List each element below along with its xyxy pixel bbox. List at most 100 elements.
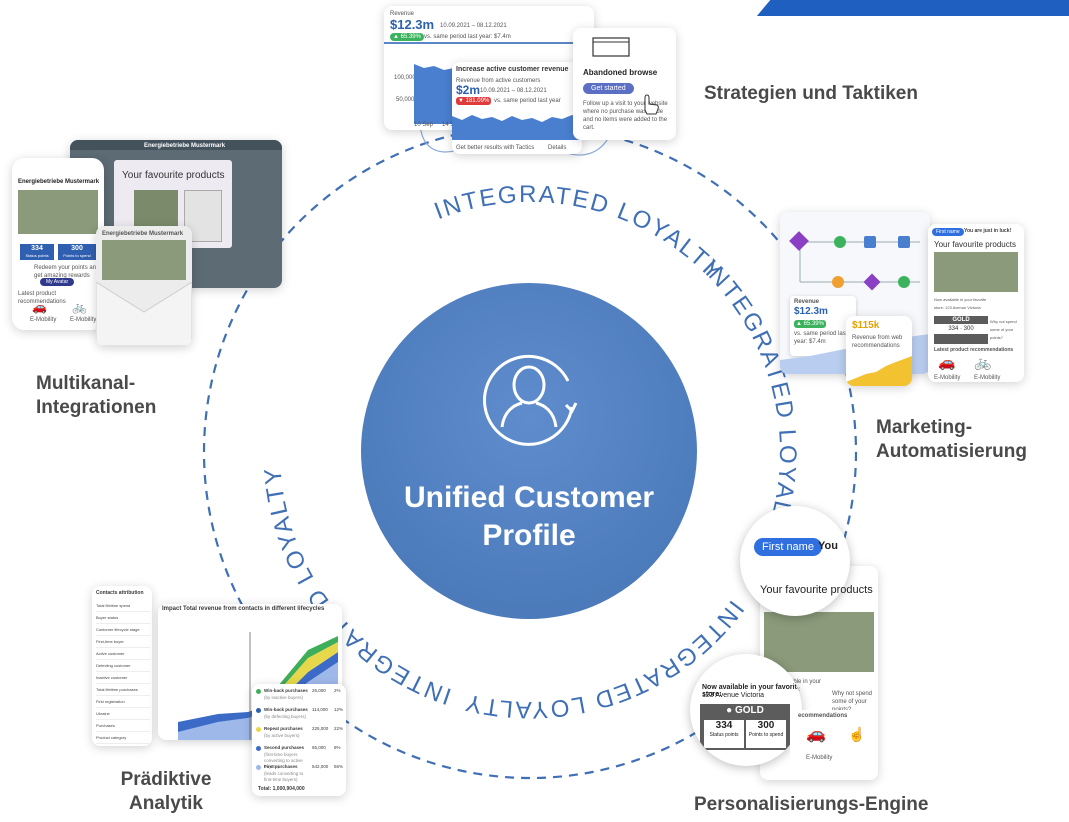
user-refresh-icon: [483, 354, 578, 446]
legend-item: Second purchases (first-time buyers conve…: [256, 745, 344, 769]
legend-item: Win-back purchases (by inactive buyers) 26…: [256, 688, 344, 707]
marketing-revenue-value: $12.3m: [794, 306, 828, 317]
revenue-compare: vs. same period last year: $7.4m: [424, 34, 511, 40]
revenue-xtick: 10 Sep: [414, 122, 434, 128]
abandoned-body: Follow up a visit to your website where …: [583, 101, 668, 131]
legend-pct: 22%: [334, 726, 344, 731]
phone-redeem-text: Redeem your points and get amazing rewar…: [34, 265, 100, 279]
legend-sub: (by active buyers): [264, 733, 300, 738]
my-avatar-button[interactable]: My Avatar: [40, 278, 75, 286]
marketing-first-name: First name: [932, 228, 964, 236]
phone-latest-label: Latest product recommendations: [18, 291, 66, 305]
personalization-rec: E-Mobility: [806, 755, 833, 761]
attribution-item[interactable]: Defecting customer: [96, 660, 150, 672]
legend-swatch: [256, 746, 261, 751]
magnifier-bottom: Now available in your favorite store: 12…: [690, 654, 802, 766]
legend-swatch: [256, 708, 261, 713]
marketing-rec1: E-Mobility: [934, 375, 961, 381]
magnifier-top: First name You: [740, 506, 850, 616]
email-brand: Energiebetriebe Mustermark: [102, 231, 184, 237]
bicycle-icon: 🚲: [72, 300, 87, 314]
legend-value: 114,000: [312, 707, 328, 712]
hand-pointer-icon: [644, 94, 659, 115]
attribution-item[interactable]: Total lifetime purchases: [96, 684, 150, 696]
active-revenue-change: ▼ 181.09%: [456, 97, 492, 105]
marketing-store-text: Now available in your favorite store: 12…: [934, 297, 987, 310]
legend-name: First purchases: [264, 764, 298, 769]
active-revenue-subtitle: Revenue from active customers: [456, 78, 541, 84]
impact-chart-title: Impact Total revenue from contacts in di…: [162, 606, 325, 612]
phone-rec2: E-Mobility: [70, 317, 97, 323]
legend-sub: (first-time buyers converting to active …: [264, 752, 303, 769]
marketing-revenue-change: ▲ 65.39%: [794, 320, 826, 328]
web-rec-label: Revenue from web recommendations: [852, 335, 903, 349]
legend-value: 26,000: [312, 688, 326, 693]
active-revenue-compare: vs. same period last year: [494, 98, 561, 104]
browser-window-icon: [592, 37, 630, 57]
revenue-value: $12.3m: [390, 17, 435, 32]
desktop-brand: Energiebetriebe Mustermark: [144, 143, 226, 149]
phone-rec1: E-Mobility: [30, 317, 57, 323]
personalization-store-address: 123 Avenue Victoria: [702, 692, 765, 699]
abandoned-title: Abandoned browse: [583, 68, 658, 77]
attribution-item[interactable]: Purchases: [96, 720, 150, 732]
impact-legend: Win-back purchases (by inactive buyers) 26…: [252, 684, 346, 796]
label-marketing: Marketing-Automatisierung: [876, 417, 1027, 462]
marketing-banner: Your favourite products: [934, 240, 1016, 249]
revenue-ytick: 100,000: [394, 75, 416, 81]
attribution-sidebar: Contacts attribution Total lifetime spen…: [92, 586, 152, 746]
legend-sub: (by inactive buyers): [264, 695, 304, 700]
revenue-ytick: 50,000: [396, 97, 415, 103]
attribution-item[interactable]: Product category: [96, 732, 150, 744]
attribution-item[interactable]: First-time buyer: [96, 636, 150, 648]
legend-value: 225,000: [312, 726, 329, 731]
impact-total: Total: 1,000,904,000: [258, 786, 305, 792]
legend-pct: 12%: [334, 707, 344, 712]
legend-pct: 2%: [334, 688, 341, 693]
attribution-item[interactable]: Ukraine: [96, 708, 150, 720]
label-multichannel: Multikanal-Integrationen: [36, 373, 157, 418]
attribution-item[interactable]: Inactive customer: [96, 672, 150, 684]
attribution-item[interactable]: First registration: [96, 696, 150, 708]
marketing-rec2: E-Mobility: [974, 375, 1001, 381]
attribution-item[interactable]: Buyer status: [96, 612, 150, 624]
attribution-item[interactable]: Total lifetime spend: [96, 600, 150, 612]
marketing-you-text: You are just in luck!: [964, 228, 1012, 234]
phone-status-label: Status points: [25, 253, 49, 258]
legend-sub: (by defecting buyers): [264, 714, 307, 719]
get-started-button[interactable]: Get started: [583, 83, 634, 94]
legend-swatch: [256, 765, 261, 770]
label-strategies: Strategien und Taktiken: [704, 83, 918, 104]
revenue-xtick: 14 Sep: [442, 122, 461, 128]
web-recommendations-tile: $115k Revenue from web recommendations: [846, 316, 912, 386]
legend-sub: (leads converting to first-time buyers): [264, 771, 304, 782]
attribution-item[interactable]: Customer lifecycle stage: [96, 624, 150, 636]
car-icon: 🚗: [32, 300, 47, 314]
legend-value: 542,000: [312, 764, 329, 769]
legend-swatch: [256, 727, 261, 732]
active-revenue-footer-link[interactable]: Get better results with Tactics: [456, 145, 535, 151]
personalization-store-label: Now available in your favorite store:: [702, 684, 801, 698]
active-revenue-details-link[interactable]: Details: [548, 145, 567, 151]
legend-name: Second purchases: [264, 745, 305, 750]
revenue-title: Revenue: [390, 11, 415, 17]
desktop-banner-text: Your favourite products: [122, 170, 225, 181]
legend-name: Win-back purchases: [264, 707, 308, 712]
marketing-revenue-tile: Revenue $12.3m ▲ 65.39% vs. same period …: [790, 296, 856, 356]
envelope-icon: [96, 282, 192, 346]
legend-pct: 8%: [334, 745, 341, 750]
active-revenue-chart: [452, 115, 582, 140]
center-title: Unified Customer Profile: [403, 481, 655, 552]
phone-mockup: Energiebetriebe Mustermark 334 Status po…: [12, 158, 104, 330]
personalization-gold-card: ● GOLD 334 Status points 300 Points to s…: [700, 704, 790, 750]
phone-brand: Energiebetriebe Mustermark: [18, 179, 100, 185]
unified-customer-profile: Unified Customer Profile: [361, 283, 697, 619]
attribution-item[interactable]: Active customer: [96, 648, 150, 660]
marketing-gold-card: GOLD 334 · 300: [934, 316, 988, 344]
web-rec-chart: [846, 356, 912, 386]
personalization-recommendations: ecommendations: [798, 713, 848, 719]
personalization-you: You: [818, 540, 838, 552]
marketing-revenue-title: Revenue: [794, 299, 820, 305]
legend-name: Win-back purchases: [264, 688, 308, 693]
